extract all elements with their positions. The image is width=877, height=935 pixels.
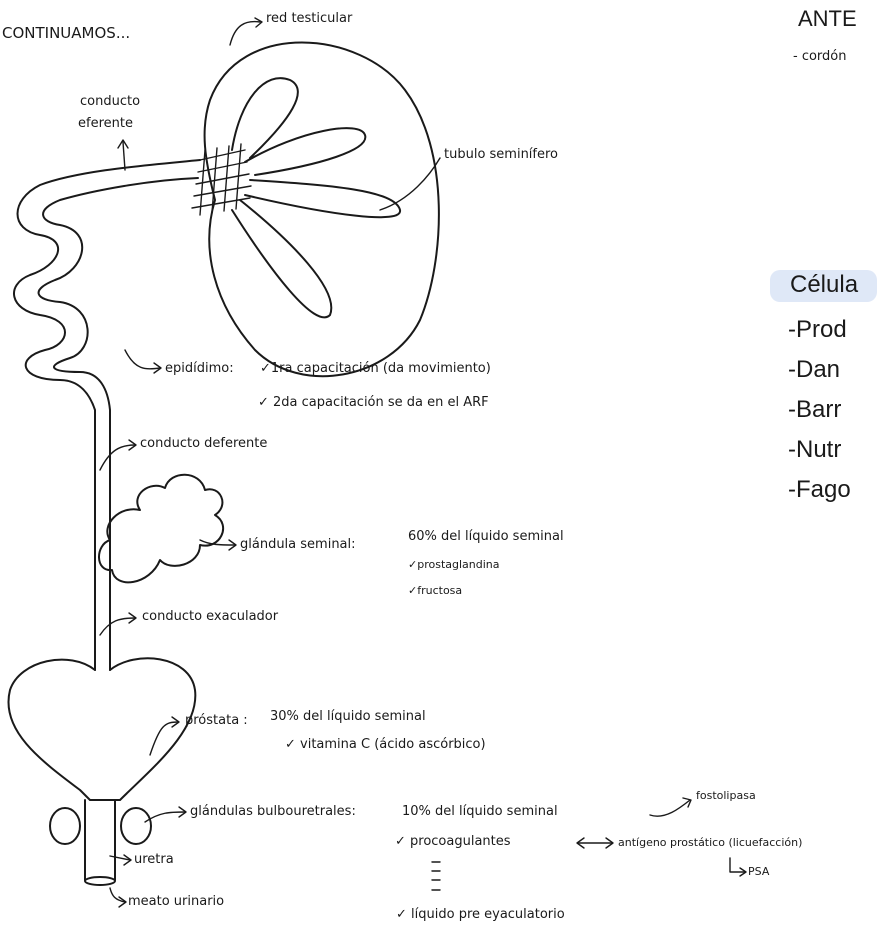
label-uretra: uretra: [134, 853, 174, 866]
prostate: [8, 658, 195, 800]
urinary-meatus: [85, 877, 115, 885]
right-panel-title: Célula: [790, 273, 858, 297]
bulbourethral-gland-left: [50, 808, 80, 844]
tubule-loop-2: [245, 128, 365, 175]
label-glandula-seminal-pct: 60% del líquido seminal: [408, 530, 564, 543]
tubule-loop-3: [245, 180, 400, 217]
label-fosfolipasa: fostolipasa: [696, 790, 756, 801]
header-title: CONTINUAMOS...: [2, 26, 130, 41]
seminal-vesicle: [99, 475, 223, 583]
efferent-duct: [14, 160, 200, 670]
tubule-loop-4: [232, 200, 331, 317]
label-bulbouretrales: glándulas bulbouretrales:: [190, 805, 356, 818]
list-continuation-marks: [432, 862, 440, 890]
label-prostaglandina: ✓prostaglandina: [408, 559, 500, 570]
label-liquido-pre: ✓ líquido pre eyaculatorio: [396, 908, 565, 921]
label-prostata-pct: 30% del líquido seminal: [270, 710, 426, 723]
rete-testis-grid: [192, 144, 251, 215]
pointer-arrows: [100, 18, 746, 907]
right-panel-item: -Dan: [788, 358, 840, 382]
bulbourethral-gland-right: [121, 808, 151, 844]
label-tubulo: tubulo seminífero: [444, 148, 558, 161]
tubule-loop-1: [232, 78, 298, 158]
testicle-outline: [205, 43, 439, 377]
label-conducto-eyaculador: conducto exaculador: [142, 610, 278, 623]
label-vitamina: ✓ vitamina C (ácido ascórbico): [285, 738, 486, 751]
label-conducto-eferente-1: conducto: [80, 95, 140, 108]
label-epididimo-1: ✓1ra capacitación (da movimiento): [260, 362, 491, 375]
label-epididimo: epidídimo:: [165, 362, 234, 375]
label-fructosa: ✓fructosa: [408, 585, 462, 596]
right-header-sub: - cordón: [793, 50, 847, 63]
urethra: [85, 800, 115, 880]
label-psa: PSA: [748, 866, 769, 877]
label-procoagulantes: ✓ procoagulantes: [395, 835, 511, 848]
label-conducto-deferente: conducto deferente: [140, 437, 267, 450]
right-panel-item: -Nutr: [788, 438, 841, 462]
efferent-duct-inner: [39, 178, 198, 670]
label-glandula-seminal: glándula seminal:: [240, 538, 356, 551]
label-conducto-eferente-2: eferente: [78, 117, 133, 130]
label-prostata: próstata :: [185, 714, 248, 727]
right-header-title: ANTE: [798, 8, 857, 30]
label-antigeno: antígeno prostático (licuefacción): [618, 837, 802, 848]
label-bulbo-pct: 10% del líquido seminal: [402, 805, 558, 818]
label-meato: meato urinario: [128, 895, 224, 908]
label-red-testicular: red testicular: [266, 12, 352, 25]
right-panel-item: -Barr: [788, 398, 841, 422]
label-epididimo-2: ✓ 2da capacitación se da en el ARF: [258, 396, 489, 409]
right-panel-item: -Fago: [788, 478, 851, 502]
right-panel-item: -Prod: [788, 318, 847, 342]
